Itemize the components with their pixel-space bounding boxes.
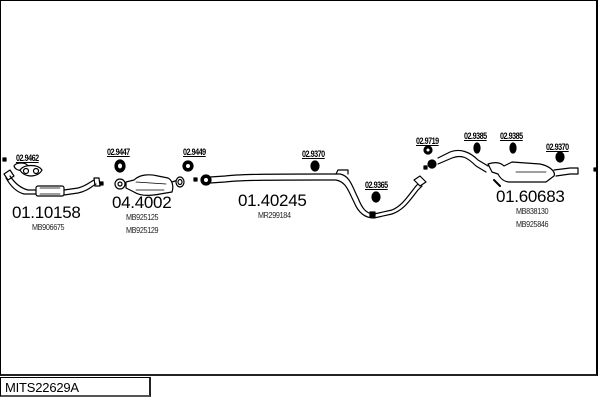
diagram-code-box: MITS22629A <box>0 377 151 397</box>
part-number: 01.10158 <box>12 203 81 222</box>
oem-number: MR299184 <box>258 210 291 220</box>
fitting-label: 02.9385 <box>464 131 487 141</box>
oem-number: MB925846 <box>516 219 549 229</box>
fitting-02-9385-drawing <box>473 142 517 154</box>
fitting-02-9365-drawing <box>371 191 381 203</box>
oem-number: MB906675 <box>32 222 65 232</box>
fitting-02-9462-drawing <box>19 164 43 177</box>
part-number: 01.40245 <box>238 191 307 210</box>
fitting-label: 02.9370 <box>546 142 569 152</box>
fitting-label: 02.9449 <box>183 147 206 157</box>
part-number: 04.4002 <box>112 193 172 212</box>
fitting-label: 02.9719 <box>416 136 439 146</box>
fitting-label: 02.9385 <box>500 131 523 141</box>
diagram-frame <box>0 0 598 376</box>
oem-number: MB925125 <box>126 212 159 222</box>
fitting-label: 02.9447 <box>107 147 130 157</box>
fitting-02-9447-drawing <box>114 159 126 173</box>
oem-number: MB838130 <box>516 206 549 216</box>
diagram-code: MITS22629A <box>5 380 79 395</box>
rear-silencer-drawing <box>423 149 598 187</box>
middle-pipe-drawing <box>193 169 427 219</box>
catalytic-converter-drawing <box>99 174 185 196</box>
fitting-label: 02.9370 <box>302 149 325 159</box>
fitting-02-9449-drawing <box>182 160 194 172</box>
fitting-label: 02.9365 <box>365 180 388 190</box>
fitting-label: 02.9462 <box>16 153 39 163</box>
part-number: 01.60683 <box>496 187 565 206</box>
oem-number: MB925129 <box>126 225 159 235</box>
fitting-02-9370-drawing <box>310 160 320 172</box>
fitting-02-9370-rear-drawing <box>555 151 565 163</box>
front-pipe-drawing <box>2 157 101 197</box>
fitting-02-9719-drawing <box>423 145 433 155</box>
